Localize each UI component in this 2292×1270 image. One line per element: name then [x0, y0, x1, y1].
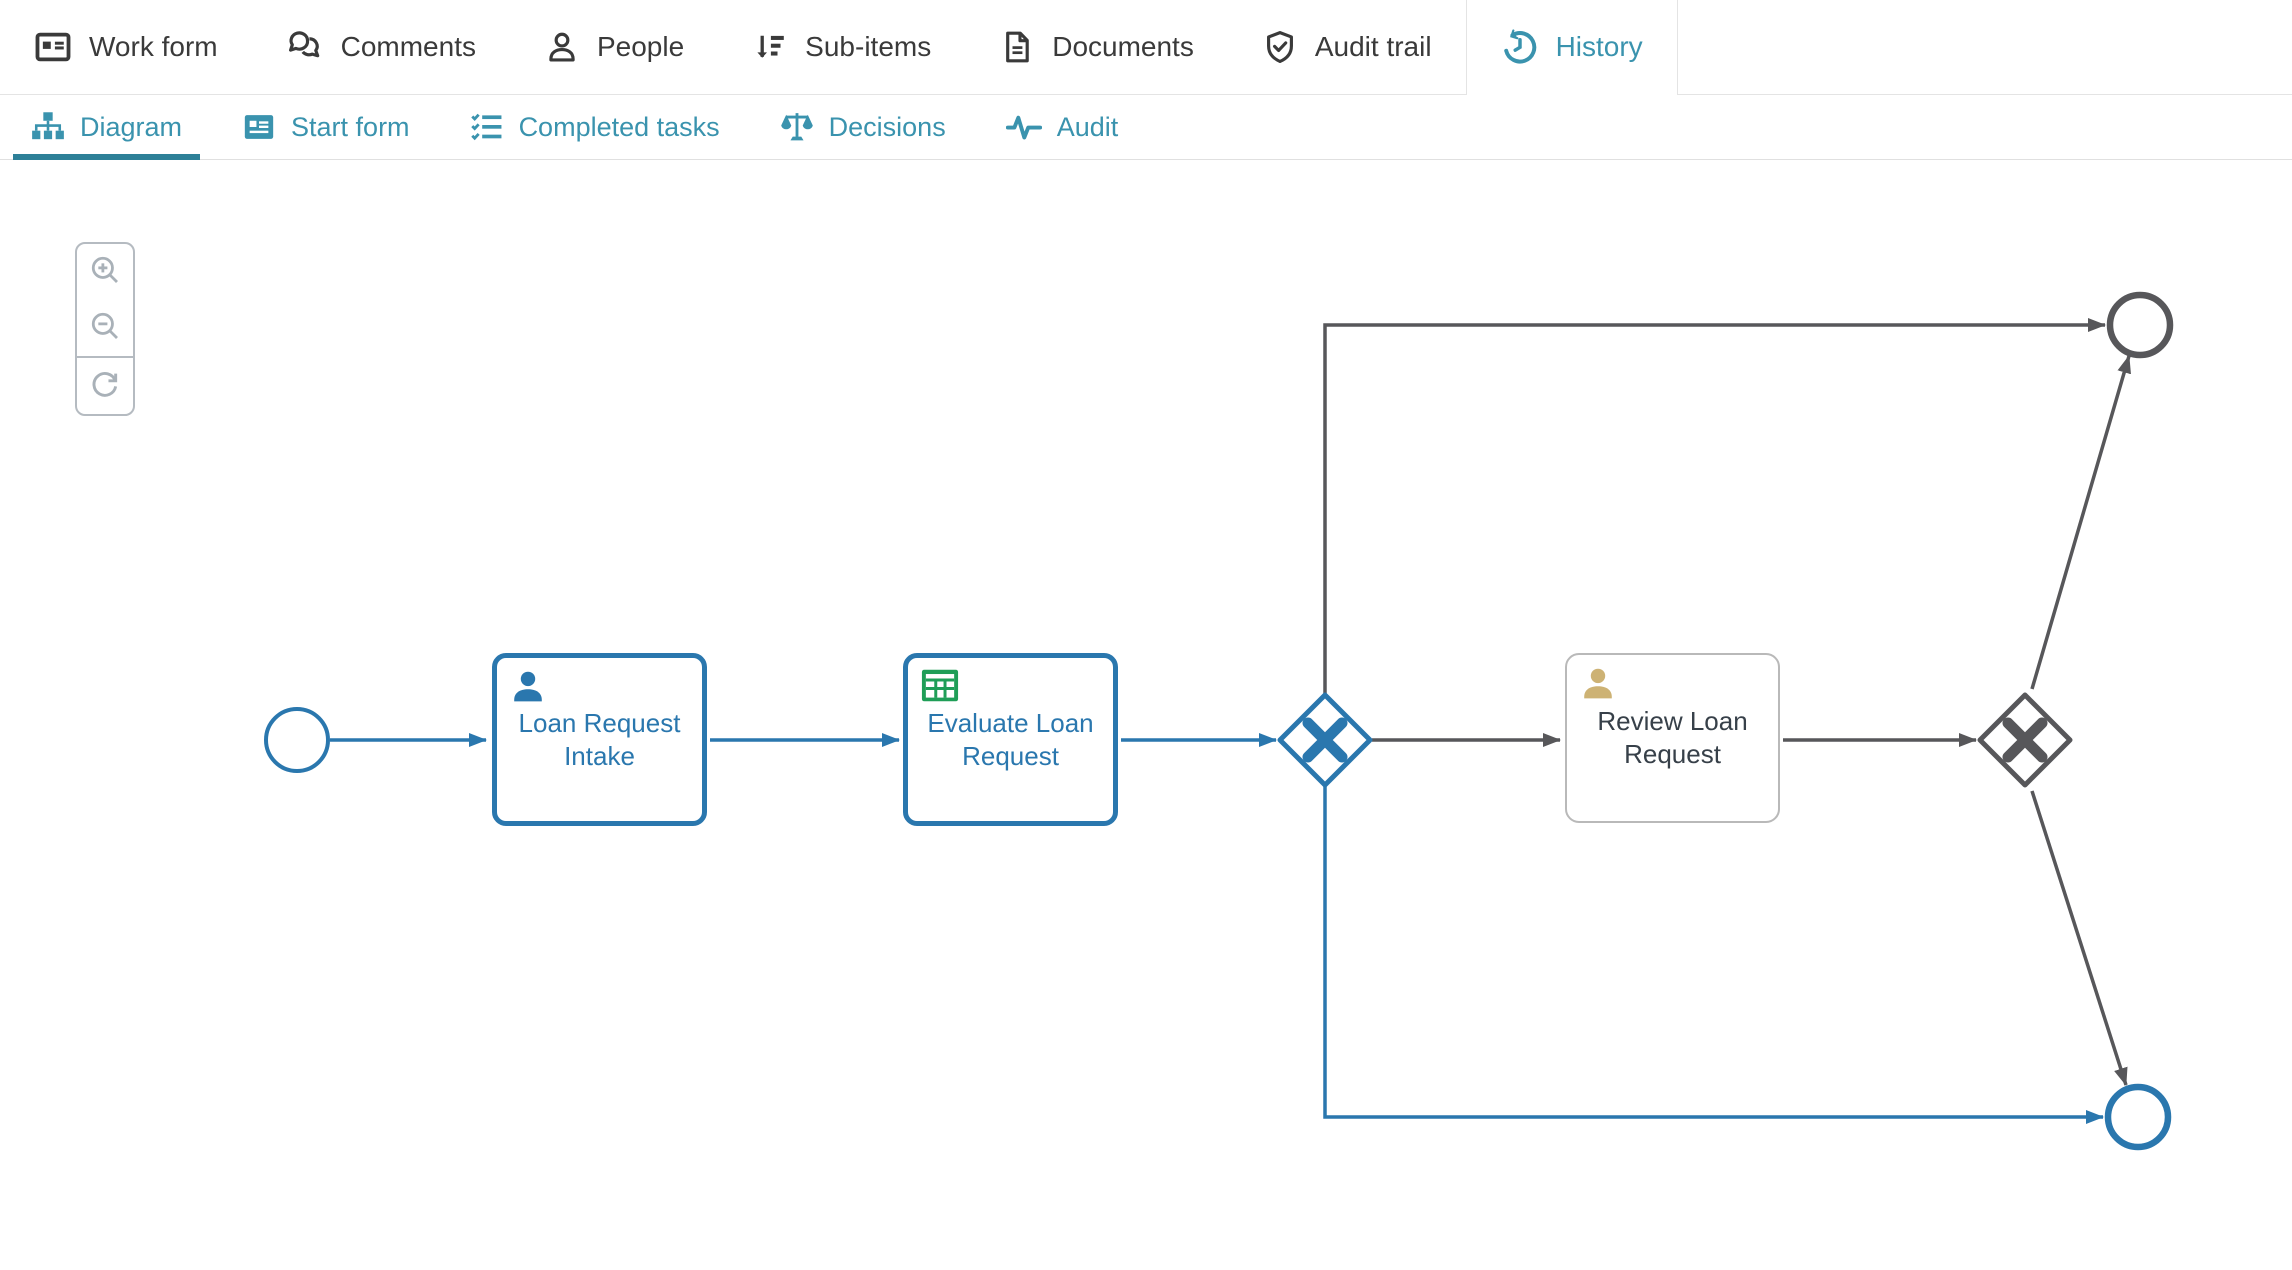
tab-label: Comments [340, 31, 476, 62]
exclusive-gateway-1-node[interactable] [1277, 692, 1373, 788]
end-event-top-node[interactable] [2106, 291, 2174, 359]
comments-icon [286, 28, 324, 66]
tab-label: Completed tasks [518, 111, 720, 142]
user-task-icon [1580, 666, 1616, 710]
tab-sub-items[interactable]: Sub-items [718, 0, 965, 94]
task-evaluate-loan-request[interactable]: Evaluate Loan Request [903, 653, 1118, 826]
task-label: Loan Request Intake [518, 707, 681, 771]
refresh-icon [89, 368, 121, 405]
person-icon [544, 29, 580, 65]
tab-label: Work form [89, 31, 218, 62]
tab-decisions[interactable]: Decisions [762, 95, 964, 159]
reset-zoom-button[interactable] [77, 356, 133, 414]
task-label: Review Loan Request [1597, 706, 1748, 769]
tab-label: Diagram [80, 111, 183, 142]
secondary-tab-bar: Diagram Start form Completed ta [0, 95, 2292, 161]
document-icon [999, 29, 1035, 65]
sitemap-icon [31, 110, 65, 144]
checklist-icon [470, 110, 504, 144]
tab-start-form[interactable]: Start form [224, 95, 428, 159]
tab-audit[interactable]: Audit [988, 95, 1137, 159]
task-loan-request-intake[interactable]: Loan Request Intake [492, 653, 707, 826]
zoom-out-icon [89, 310, 121, 347]
tab-people[interactable]: People [510, 0, 718, 94]
zoom-out-button[interactable] [77, 300, 133, 356]
tab-history[interactable]: History [1465, 0, 1678, 95]
business-rule-task-icon [921, 669, 959, 710]
tab-label: People [596, 31, 685, 62]
zoom-in-icon [89, 254, 121, 291]
form-icon [242, 110, 276, 144]
task-review-loan-request[interactable]: Review Loan Request [1565, 653, 1780, 823]
scale-icon [780, 110, 814, 144]
history-icon [1501, 28, 1539, 66]
tab-label: Decisions [828, 111, 946, 142]
tab-label: Audit [1056, 111, 1119, 142]
flow-gateway1-to-end-top [1323, 318, 2106, 694]
flow-gateway1-to-end-bottom [1323, 786, 2104, 1124]
tab-audit-trail[interactable]: Audit trail [1228, 0, 1466, 94]
task-label: Evaluate Loan Request [927, 707, 1094, 771]
tab-label: Audit trail [1314, 31, 1432, 62]
user-task-icon [510, 669, 546, 713]
exclusive-gateway-2-node[interactable] [1977, 692, 2073, 788]
tab-diagram[interactable]: Diagram [13, 95, 201, 161]
bpmn-flow-layer [264, 291, 2174, 1151]
process-diagram-canvas: Loan Request Intake Evaluate Loan Reques… [0, 160, 2292, 1270]
zoom-in-button[interactable] [77, 244, 133, 300]
start-event-node[interactable] [264, 707, 330, 773]
sort-descending-icon [752, 29, 788, 65]
tab-documents[interactable]: Documents [965, 0, 1228, 94]
tab-label: Documents [1052, 31, 1194, 62]
flow-gateway2-to-end-top [2030, 355, 2131, 690]
tab-label: History [1555, 31, 1643, 62]
form-icon [34, 28, 72, 66]
diagram-zoom-toolbar [75, 242, 135, 416]
tab-work-form[interactable]: Work form [0, 0, 252, 94]
shield-check-icon [1262, 29, 1298, 65]
tab-label: Start form [291, 111, 410, 142]
primary-tab-bar: Work form Comments People [0, 0, 2292, 95]
tab-completed-tasks[interactable]: Completed tasks [452, 95, 738, 159]
pulse-icon [1005, 109, 1042, 145]
end-event-bottom-node[interactable] [2104, 1083, 2172, 1151]
flow-gateway2-to-end-bottom [2030, 790, 2128, 1086]
tab-comments[interactable]: Comments [252, 0, 510, 94]
tab-label: Sub-items [805, 31, 932, 62]
